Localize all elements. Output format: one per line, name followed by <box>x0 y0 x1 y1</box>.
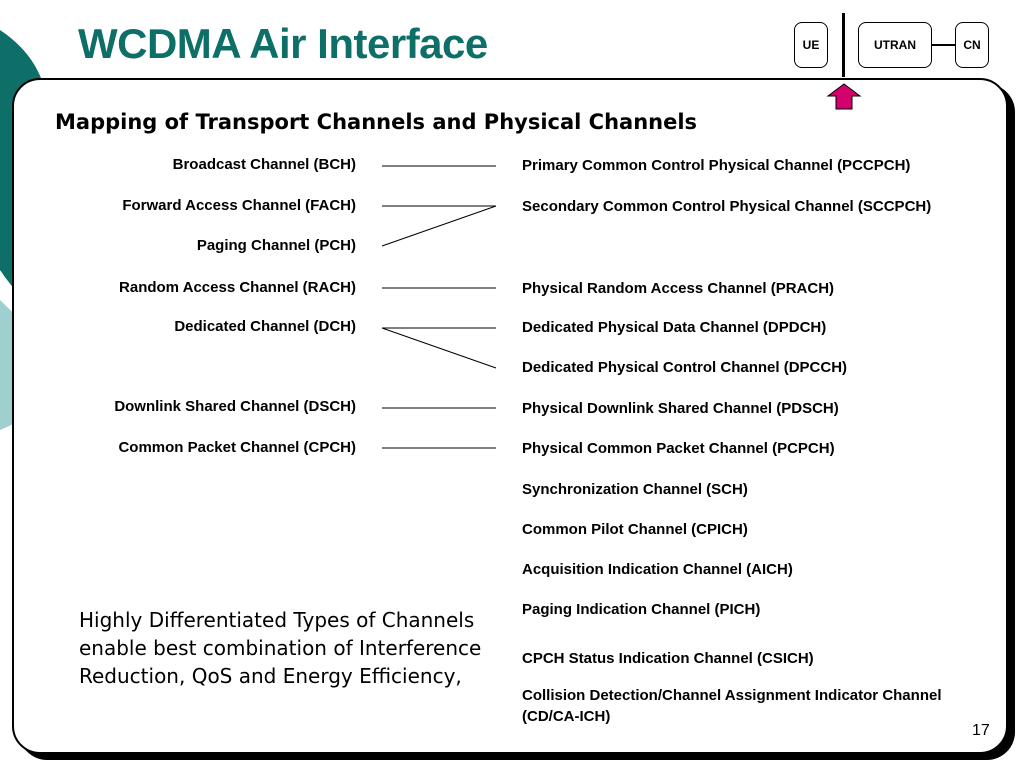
utran-box: UTRAN <box>858 22 932 68</box>
interface-divider <box>842 13 845 77</box>
ue-box: UE <box>794 22 828 68</box>
physical-channel-cpich: Common Pilot Channel (CPICH) <box>522 521 748 538</box>
mapping-line-2 <box>381 205 497 247</box>
summary-note: Highly Differentiated Types of Channels … <box>79 608 482 688</box>
physical-channel-pdsch: Physical Downlink Shared Channel (PDSCH) <box>522 400 839 417</box>
physical-channel-sccpch: Secondary Common Control Physical Channe… <box>522 198 932 215</box>
transport-channel-dsch: Downlink Shared Channel (DSCH) <box>114 398 356 415</box>
transport-channel-rach: Random Access Channel (RACH) <box>119 279 356 296</box>
physical-channel-dpcch: Dedicated Physical Control Channel (DPCC… <box>522 359 848 376</box>
physical-channel-prach: Physical Random Access Channel (PRACH) <box>522 280 835 297</box>
utran-cn-link <box>932 44 955 46</box>
mapping-line-5 <box>381 327 497 369</box>
physical-channel-csich: CPCH Status Indication Channel (CSICH) <box>522 650 814 667</box>
physical-channel-cd-ca-ich: Collision Detection/Channel Assignment I… <box>522 687 942 725</box>
transport-channel-fach: Forward Access Channel (FACH) <box>122 197 356 214</box>
physical-channel-dpdch: Dedicated Physical Data Channel (DPDCH) <box>522 319 827 336</box>
transport-channel-cpch: Common Packet Channel (CPCH) <box>118 439 356 456</box>
physical-channel-pccpch: Primary Common Control Physical Channel … <box>522 157 911 174</box>
transport-channel-pch: Paging Channel (PCH) <box>196 237 356 254</box>
transport-channel-dch: Dedicated Channel (DCH) <box>174 318 356 335</box>
physical-channel-sch: Synchronization Channel (SCH) <box>522 481 748 498</box>
physical-channel-pich: Paging Indication Channel (PICH) <box>522 601 761 618</box>
cn-box: CN <box>955 22 989 68</box>
up-arrow-icon <box>826 83 862 110</box>
page-title: WCDMA Air Interface <box>78 20 488 67</box>
section-subtitle: Mapping of Transport Channels and Physic… <box>55 110 698 134</box>
physical-channel-aich: Acquisition Indication Channel (AICH) <box>522 561 793 578</box>
physical-channel-pcpch: Physical Common Packet Channel (PCPCH) <box>522 440 835 457</box>
page-number: 17 <box>972 722 990 739</box>
transport-channel-bch: Broadcast Channel (BCH) <box>172 156 356 173</box>
content-panel <box>12 78 1008 754</box>
